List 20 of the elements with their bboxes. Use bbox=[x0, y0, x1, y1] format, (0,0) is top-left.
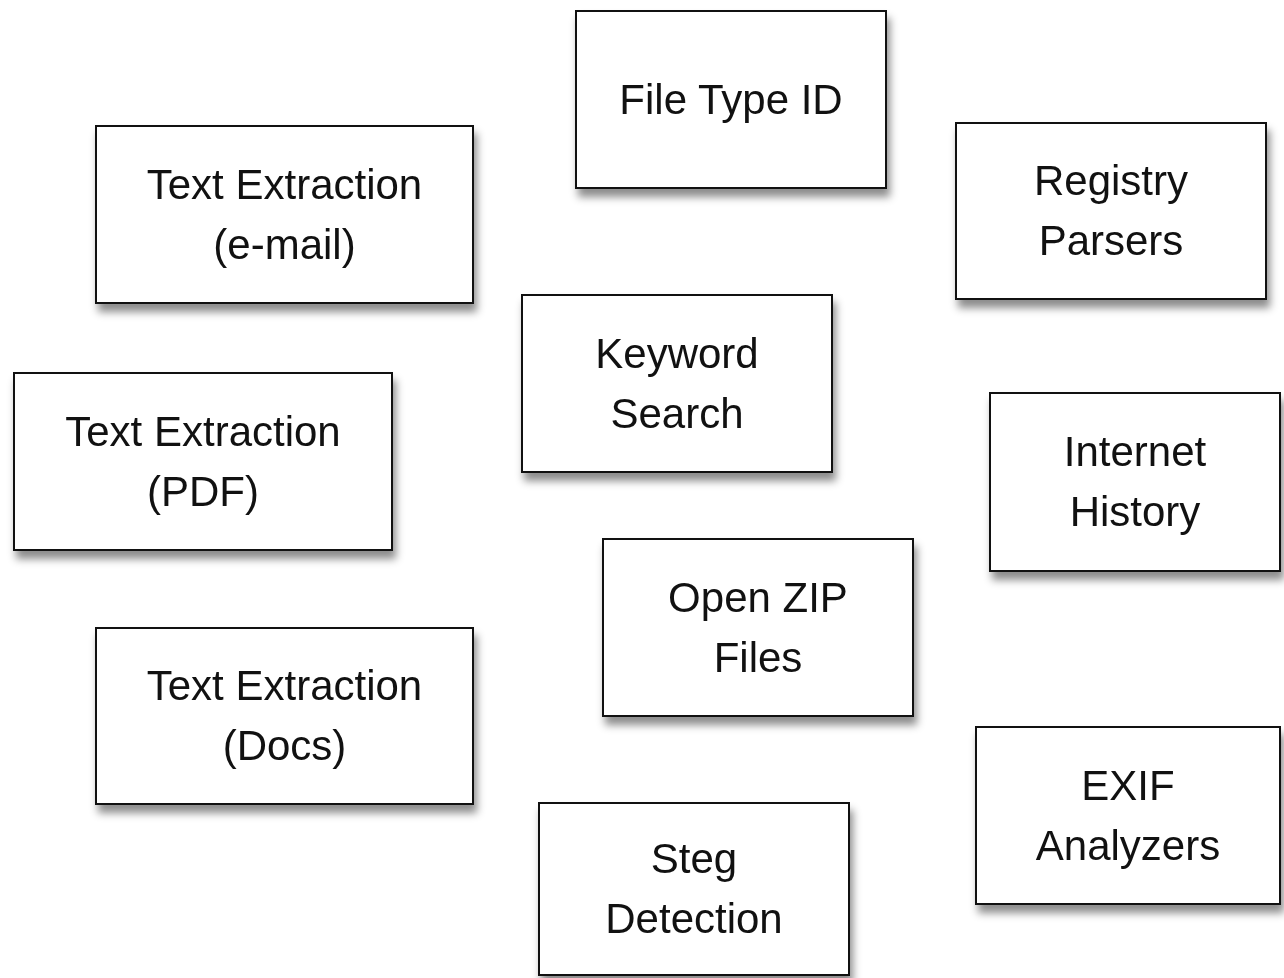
box-label: Text Extraction (Docs) bbox=[145, 661, 424, 771]
process-box bbox=[95, 125, 474, 304]
box-label: Registry Parsers bbox=[1032, 156, 1189, 266]
box-label: Text Extraction (PDF) bbox=[64, 406, 342, 517]
process-box bbox=[521, 294, 833, 473]
box-label: Keyword Search bbox=[594, 328, 760, 439]
box-label: Text Extraction (e-mail) bbox=[145, 159, 424, 270]
process-box bbox=[575, 10, 887, 189]
process-box bbox=[602, 538, 914, 717]
process-box bbox=[989, 392, 1281, 572]
process-box bbox=[538, 802, 850, 976]
process-box bbox=[95, 627, 474, 805]
box-label: EXIF Analyzers bbox=[1034, 760, 1222, 871]
box-label: Steg Detection bbox=[604, 834, 784, 944]
process-box bbox=[975, 726, 1281, 905]
box-label: File Type ID bbox=[619, 74, 843, 125]
box-label: Open ZIP Files bbox=[667, 572, 849, 683]
box-label: Internet History bbox=[1062, 427, 1208, 537]
process-box bbox=[955, 122, 1267, 300]
process-box bbox=[13, 372, 393, 551]
